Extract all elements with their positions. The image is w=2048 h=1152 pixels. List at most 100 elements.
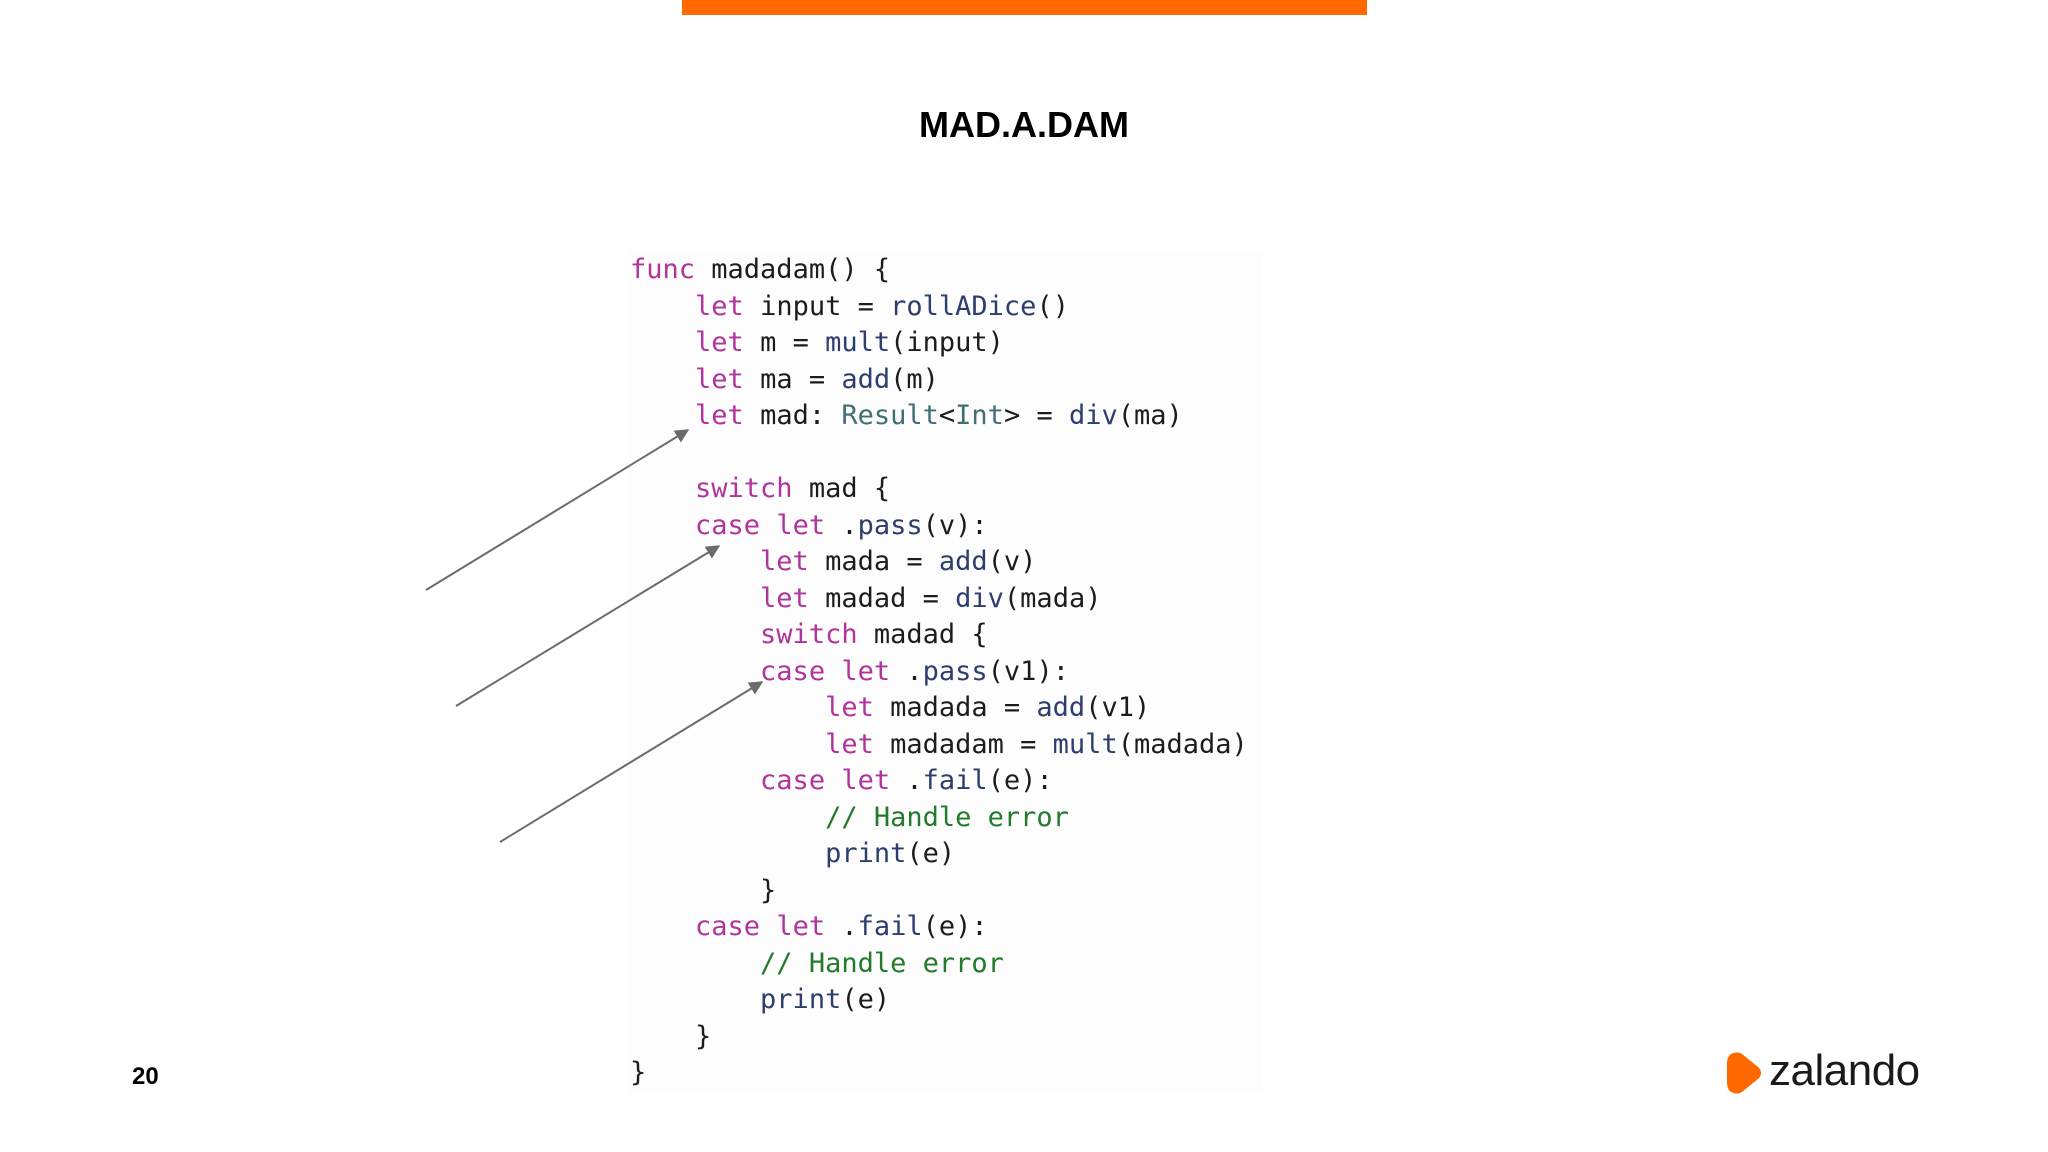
zalando-logo: zalando: [1725, 1046, 1920, 1096]
code-token: (e): [841, 984, 891, 1015]
code-token: let: [695, 400, 744, 431]
code-token: div: [955, 582, 1004, 614]
code-token: let: [695, 290, 744, 322]
zalando-flag-icon: [1727, 1052, 1761, 1094]
code-token: // Handle error: [760, 947, 1004, 979]
arrow-to-case-pass-v1: [499, 681, 764, 843]
code-line: case let .fail(e):: [630, 763, 1248, 800]
code-token: (madada): [1117, 728, 1248, 760]
code-token: switch: [760, 619, 858, 650]
code-token: case: [760, 765, 826, 796]
code-token: (): [1036, 290, 1069, 322]
page-number: 20: [132, 1063, 159, 1090]
code-line: case let .fail(e):: [630, 909, 1248, 946]
code-line: let madad = div(mada): [630, 581, 1248, 618]
code-token: > =: [1003, 400, 1069, 431]
code-token: (v): [987, 546, 1037, 577]
code-token: <: [938, 400, 956, 431]
code-line: }: [630, 1019, 1248, 1056]
code-line: let madadam = mult(madada): [630, 727, 1248, 764]
code-line: // Handle error: [630, 800, 1248, 837]
code-token: div: [1068, 400, 1118, 431]
code-token: (v):: [922, 509, 988, 541]
code-token: pass: [922, 655, 988, 687]
code-token: case: [695, 911, 761, 942]
code-token: let: [776, 509, 826, 541]
code-token: madad {: [857, 619, 988, 650]
code-line: // Handle error: [630, 946, 1248, 983]
code-line: let madada = add(v1): [630, 690, 1248, 727]
code-token: madad =: [808, 582, 956, 614]
code-line: }: [630, 1055, 1248, 1092]
code-token: mad:: [743, 400, 842, 431]
code-token: print: [825, 838, 907, 869]
code-token: rollADice: [890, 290, 1037, 322]
code-token: let: [760, 582, 809, 614]
code-token: let: [695, 327, 744, 358]
code-line: switch mad {: [630, 471, 1248, 508]
code-token: pass: [857, 509, 923, 541]
code-line: func madadam() {: [630, 252, 1248, 289]
code-token: (e): [906, 838, 956, 869]
code-token: print: [760, 984, 842, 1015]
code-line: let m = mult(input): [630, 325, 1248, 362]
code-token: input =: [743, 290, 891, 322]
code-token: add: [938, 546, 988, 577]
code-line: print(e): [630, 836, 1248, 873]
code-token: add: [841, 363, 891, 395]
code-token: }: [630, 874, 777, 906]
code-token: let: [760, 546, 809, 577]
code-token: (v1):: [987, 655, 1069, 687]
code-line: case let .pass(v1):: [630, 654, 1248, 691]
code-token: (e):: [922, 911, 988, 942]
code-token: (m): [890, 363, 939, 395]
code-token: let: [695, 363, 744, 395]
code-token: (ma): [1117, 400, 1183, 431]
code-line: let mada = add(v): [630, 544, 1248, 581]
code-token: // Handle error: [825, 801, 1069, 833]
code-line: switch madad {: [630, 617, 1248, 654]
code-line: let input = rollADice(): [630, 289, 1248, 326]
code-token: switch: [695, 473, 793, 504]
code-token: mada =: [808, 546, 939, 577]
code-line: }: [630, 873, 1248, 910]
code-token: .: [825, 911, 858, 942]
code-token: add: [1036, 692, 1086, 723]
code-token: let: [841, 655, 891, 687]
code-token: ma =: [743, 363, 842, 395]
code-token: Int: [955, 400, 1004, 431]
code-token: let: [825, 692, 874, 723]
code-token: let: [776, 911, 826, 942]
code-token: .: [825, 509, 858, 541]
code-token: (input): [890, 327, 1004, 358]
code-token: mad {: [792, 473, 891, 504]
code-token: let: [825, 728, 874, 760]
code-token: case: [695, 509, 761, 541]
code-token: (v1): [1085, 692, 1151, 723]
code-token: }: [630, 1057, 647, 1088]
code-token: let: [841, 765, 891, 796]
code-token: fail: [857, 911, 923, 942]
code-token: m =: [743, 327, 826, 358]
code-token: madadam() {: [695, 254, 891, 285]
code-token: (mada): [1003, 582, 1102, 614]
code-token: mult: [825, 327, 891, 358]
code-block: func madadam() { let input = rollADice()…: [630, 252, 1248, 1092]
code-token: fail: [922, 765, 988, 796]
code-token: .: [890, 765, 923, 796]
logo-wordmark: zalando: [1769, 1046, 1920, 1095]
code-token: madada =: [873, 692, 1037, 723]
code-token: .: [890, 655, 923, 687]
code-token: (e):: [987, 765, 1053, 796]
code-token: mult: [1052, 728, 1118, 760]
code-token: madadam =: [873, 728, 1053, 760]
code-line: case let .pass(v):: [630, 508, 1248, 545]
code-background: [628, 252, 1262, 1092]
code-line: let mad: Result<Int> = div(ma): [630, 398, 1248, 435]
code-line: let ma = add(m): [630, 362, 1248, 399]
arrow-to-case-pass: [455, 545, 721, 707]
code-token: case: [760, 655, 826, 687]
code-token: Result: [841, 400, 939, 431]
code-line: print(e): [630, 982, 1248, 1019]
